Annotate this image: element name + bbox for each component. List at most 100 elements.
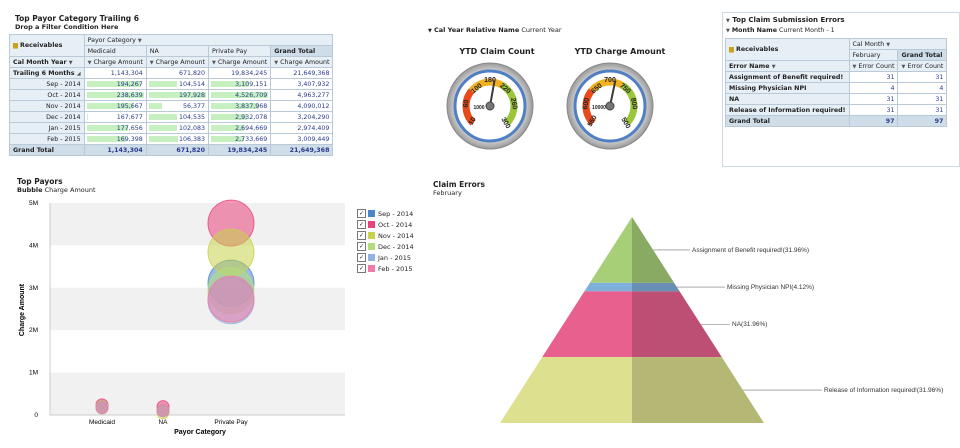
- payor-pivot-table: ▆ Receivables Payor Category ▼ Medicaid …: [9, 34, 334, 156]
- cal-year-prompt[interactable]: ▼ Cal Year Relative Name Current Year: [428, 26, 562, 34]
- legend-item[interactable]: ✓ Dec - 2014: [357, 241, 414, 252]
- value-bar: [86, 103, 133, 109]
- gauge-band: [582, 88, 596, 126]
- error-name: Release of Information required!: [725, 104, 850, 116]
- claim-errors-header: Claim Errors February: [433, 180, 485, 197]
- measure-header[interactable]: ▼ Error Count: [897, 60, 948, 72]
- trailing-row-label[interactable]: Trailing 6 Months ◢: [9, 67, 85, 79]
- grand-total-value: 97: [897, 115, 948, 127]
- grand-total-cell: 4,090,012: [270, 100, 334, 112]
- pyramid-slice-left: [542, 291, 632, 358]
- filter-drop-hint[interactable]: Drop a Filter Condition Here: [15, 23, 119, 31]
- prompt-value: Current Year: [521, 26, 562, 34]
- grand-total-value: 19,834,245: [208, 144, 272, 156]
- grand-total-label: Grand Total: [9, 144, 85, 156]
- value-bar: [211, 92, 269, 98]
- month-label: Sep - 2014: [9, 78, 85, 90]
- gauge-tick-label: 300: [499, 116, 511, 130]
- measure-header[interactable]: ▼ Error Count: [848, 60, 899, 72]
- payor-col-grand-total: Grand Total: [270, 45, 334, 57]
- month-col: February: [848, 49, 899, 61]
- checkbox[interactable]: ✓: [357, 231, 366, 240]
- error-name-header[interactable]: Error Name ▼: [725, 60, 850, 72]
- panel-title: Top Payor Category Trailing 6: [15, 14, 139, 23]
- x-tick-label: Private Pay: [214, 419, 248, 426]
- value-bar: [148, 125, 177, 131]
- charge-cell: 169,398: [83, 133, 147, 145]
- trailing-value: 671,820: [145, 67, 210, 79]
- legend-swatch: [368, 265, 375, 272]
- error-count: 4: [848, 82, 899, 94]
- grand-total-cell: 3,009,449: [270, 133, 334, 145]
- trailing-value: 19,834,245: [208, 67, 272, 79]
- cal-month-header[interactable]: Cal Month ▼: [848, 38, 948, 50]
- value-bar: [211, 114, 247, 120]
- legend-item[interactable]: ✓Nov - 2014: [357, 230, 414, 241]
- gauge-tick-label: 260: [509, 97, 518, 110]
- measure-header[interactable]: ▼ Charge Amount: [270, 56, 334, 68]
- legend-item[interactable]: ✓Jan - 2015: [357, 252, 414, 263]
- slice-label: Release of Information required!(31.96%): [824, 387, 943, 394]
- row-header-cal-month[interactable]: Cal Month Year ▼: [9, 56, 85, 68]
- gauge-tick-label: 60: [462, 99, 470, 108]
- chevron-down-icon: ▼: [726, 18, 730, 24]
- bubble-legend: ✓Sep - 2014✓Oct - 2014✓Nov - 2014✓Dec - …: [357, 208, 414, 274]
- error-name: Assignment of Benefit required!: [725, 71, 850, 83]
- error-name: Missing Physician NPI: [725, 82, 850, 94]
- legend-swatch: [368, 210, 375, 217]
- corner-cell: ▆ Receivables: [9, 34, 85, 57]
- charge-cell: 106,383: [145, 133, 210, 145]
- measure-header[interactable]: ▼ Charge Amount: [83, 56, 147, 68]
- charge-cell: 4,526,709: [208, 89, 272, 101]
- gauge-band: [462, 88, 476, 126]
- trailing-value: 1,143,304: [83, 67, 147, 79]
- value-bar: [86, 81, 141, 87]
- checkbox[interactable]: ✓: [357, 209, 366, 218]
- legend-item[interactable]: ✓Sep - 2014: [357, 208, 414, 219]
- gauge-tick-label: 550: [587, 114, 599, 128]
- chevron-down-icon: ▼: [428, 28, 432, 34]
- charge-cell: 2,932,078: [208, 111, 272, 123]
- checkbox[interactable]: ✓: [357, 220, 366, 229]
- payor-category-header[interactable]: Payor Category ▼: [83, 34, 334, 46]
- charge-cell: 2,733,669: [208, 133, 272, 145]
- pyramid-slice-right: [632, 357, 764, 423]
- error-count: 31: [848, 93, 899, 105]
- pyramid-slice-right: [632, 282, 680, 292]
- gauge-tick-label: 700: [604, 77, 616, 84]
- chart-title: Claim Errors: [433, 180, 485, 189]
- grand-total-cell: 3,204,290: [270, 111, 334, 123]
- legend-label: Dec - 2014: [378, 242, 414, 251]
- legend-item[interactable]: ✓Oct - 2014: [357, 219, 414, 230]
- y-tick-label: 3M: [29, 285, 38, 292]
- checkbox[interactable]: ✓: [357, 242, 366, 251]
- charge-cell: 238,639: [83, 89, 147, 101]
- month-label: Nov - 2014: [9, 100, 85, 112]
- grid-band: [50, 372, 345, 415]
- checkbox[interactable]: ✓: [357, 264, 366, 273]
- pyramid-slice-left: [589, 217, 632, 283]
- y-tick-label: 5M: [29, 200, 38, 207]
- charge-cell: 195,667: [83, 100, 147, 112]
- pyramid-slice-left: [584, 282, 632, 292]
- checkbox[interactable]: ✓: [357, 253, 366, 262]
- charge-cell: 2,694,669: [208, 122, 272, 134]
- month-name-prompt[interactable]: ▼ Month Name Current Month - 1: [726, 27, 835, 34]
- payor-col-private: Private Pay: [208, 45, 272, 57]
- top-payor-panel: Top Payor Category Trailing 6 Drop a Fil…: [15, 14, 139, 34]
- measure-header[interactable]: ▼ Charge Amount: [145, 56, 210, 68]
- value-bar: [148, 92, 207, 98]
- bubble-point: [95, 401, 109, 415]
- legend-item[interactable]: ✓Feb - 2015: [357, 263, 414, 274]
- charge-cell: 3,109,151: [208, 78, 272, 90]
- value-bar: [86, 114, 88, 120]
- grand-total-value: 97: [848, 115, 899, 127]
- error-name: NA: [725, 93, 850, 105]
- slice-label: Assignment of Benefit required!(31.96%): [692, 247, 809, 254]
- measure-header[interactable]: ▼ Charge Amount: [208, 56, 272, 68]
